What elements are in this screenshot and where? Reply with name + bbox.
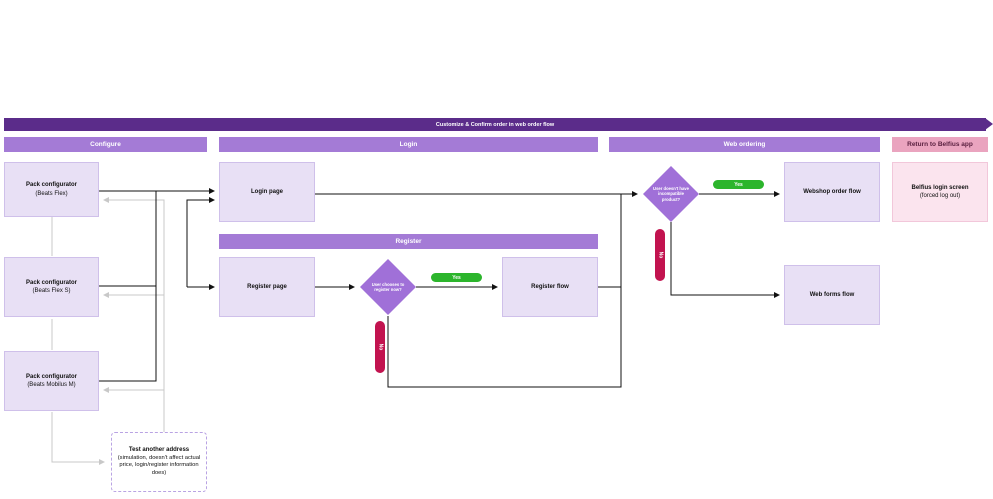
test-address-return-lines <box>51 197 165 465</box>
web-forms-flow-title: Web forms flow <box>809 291 855 298</box>
pack-configurator-subtitle: (Beats Flex S) <box>32 288 71 294</box>
stage-login-label: Login <box>399 141 418 148</box>
belfius-login-title: Belfius login screen <box>911 184 969 191</box>
register-no-pill: No <box>375 321 385 373</box>
test-address-title: Test another address <box>128 446 190 453</box>
pack-configurator-beats-flex-s[interactable]: Pack configurator (Beats Flex S) <box>4 257 99 317</box>
pack-configurator-subtitle: (Beats Mobilus M) <box>27 382 76 388</box>
main-flow-lines <box>99 188 780 388</box>
stage-register: Register <box>219 234 598 249</box>
flow-banner-label: Customize & Confirm order in web order f… <box>435 121 555 128</box>
stage-register-label: Register <box>395 238 422 245</box>
webshop-order-flow-title: Webshop order flow <box>803 188 861 195</box>
pack-configurator-title: Pack configurator <box>25 182 77 189</box>
test-another-address[interactable]: Test another address (simulation, doesn'… <box>111 432 207 492</box>
register-decision-label: User chooses to register now? <box>371 281 405 292</box>
belfius-login-screen[interactable]: Belfius login screen (forced log out) <box>892 162 988 222</box>
compatibility-decision-diamond <box>643 166 699 222</box>
register-page[interactable]: Register page <box>219 257 315 317</box>
pack-configurator-title: Pack configurator <box>25 373 77 380</box>
stage-web-ordering-label: Web ordering <box>723 141 766 148</box>
stage-configure-label: Configure <box>90 141 121 148</box>
belfius-login-subtitle: (forced log out) <box>919 193 961 199</box>
stage-login: Login <box>219 137 598 152</box>
register-page-title: Register page <box>247 283 287 290</box>
register-flow[interactable]: Register flow <box>502 257 598 317</box>
stage-configure: Configure <box>4 137 207 152</box>
flow-banner: Customize & Confirm order in web order f… <box>4 118 986 131</box>
register-no-label: No <box>376 343 383 351</box>
register-yes-label: Yes <box>452 274 461 281</box>
web-ordering-yes-pill: Yes <box>713 180 764 189</box>
compatibility-decision-label: User doesn't have incompatible product? <box>653 186 689 202</box>
pack-configurator-beats-flex[interactable]: Pack configurator (Beats Flex) <box>4 162 99 217</box>
test-address-description: (simulation, doesn't affect actual price… <box>117 454 201 476</box>
stage-return: Return to Belfius app <box>892 137 988 152</box>
web-ordering-no-pill: No <box>655 229 665 281</box>
banner-arrow-tip <box>985 118 993 130</box>
register-decision-diamond <box>360 259 416 315</box>
webshop-order-flow[interactable]: Webshop order flow <box>784 162 880 222</box>
pack-configurator-subtitle: (Beats Flex) <box>35 190 68 197</box>
pack-configurator-beats-mobilus-m[interactable]: Pack configurator (Beats Mobilus M) <box>4 351 99 411</box>
login-page[interactable]: Login page <box>219 162 315 222</box>
login-page-title: Login page <box>251 188 283 195</box>
web-forms-flow[interactable]: Web forms flow <box>784 265 880 325</box>
web-ordering-no-label: No <box>656 251 663 259</box>
stage-web-ordering: Web ordering <box>609 137 880 152</box>
register-yes-pill: Yes <box>431 273 482 282</box>
register-flow-title: Register flow <box>531 283 569 290</box>
web-ordering-yes-label: Yes <box>734 181 743 188</box>
stage-return-label: Return to Belfius app <box>907 141 973 148</box>
pack-configurator-title: Pack configurator <box>25 279 77 286</box>
